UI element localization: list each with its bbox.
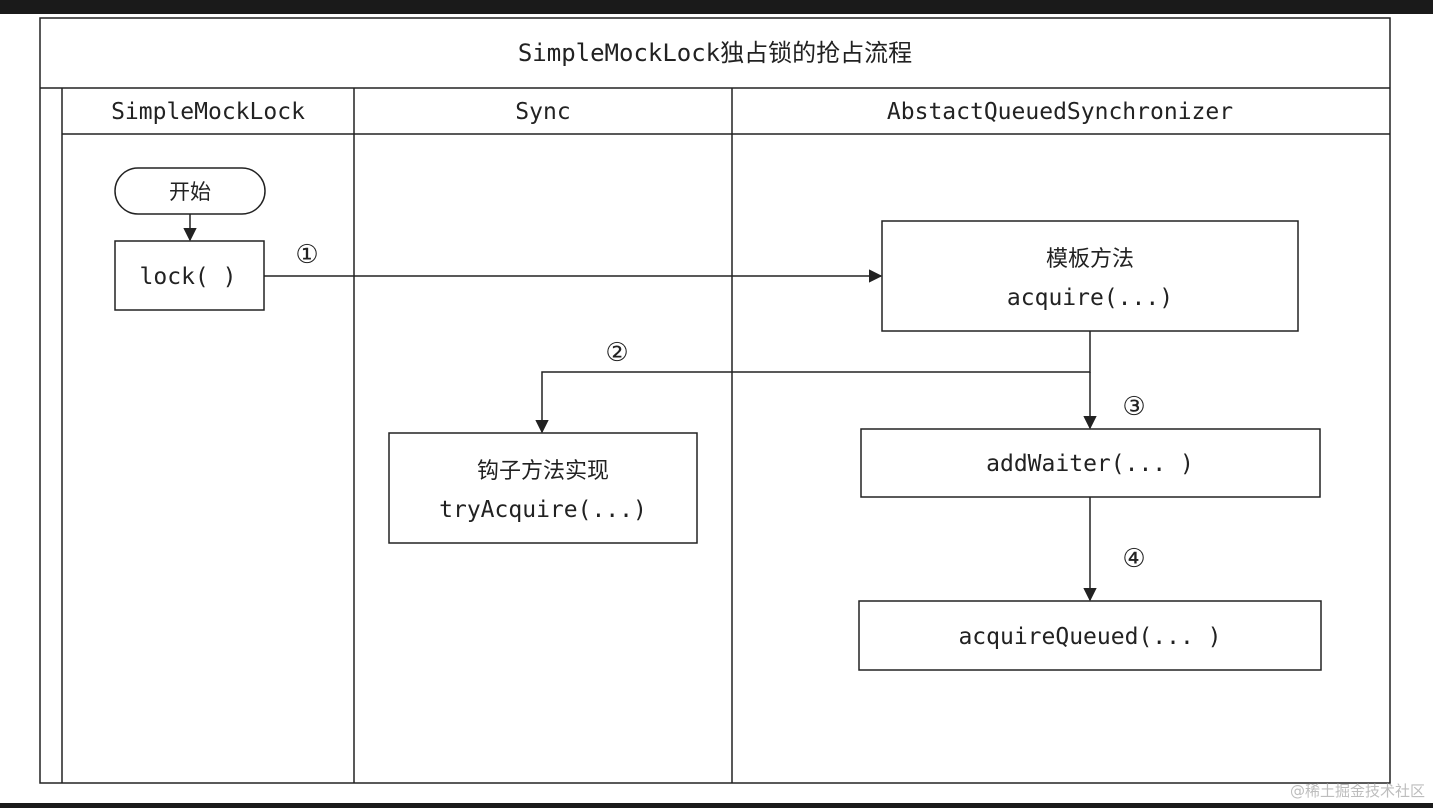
step-3-marker: ③ [1122,392,1145,422]
lock-node-label: lock( ) [140,264,237,290]
acquire-queued-node-label: acquireQueued(... ) [958,624,1221,650]
step-2-marker: ② [605,338,628,368]
try-acquire-node-method: tryAcquire(...) [439,497,647,523]
bottom-dark-bar [0,803,1433,808]
start-node-label: 开始 [169,180,211,204]
lane-header-aqs: AbstactQueuedSynchronizer [887,99,1233,125]
diagram-title: SimpleMockLock独占锁的抢占流程 [518,39,912,67]
try-acquire-node [388,432,698,544]
step-4-marker: ④ [1122,544,1145,574]
top-dark-bar [0,0,1433,14]
acquire-queued-node [858,600,1322,671]
add-waiter-node [860,428,1321,498]
acquire-node [881,220,1299,332]
lane-header-simplemocklock: SimpleMockLock [111,99,305,125]
acquire-node-method: acquire(...) [1007,285,1173,311]
arrow-step-2 [535,331,1091,434]
acquire-node-title: 模板方法 [1046,247,1134,272]
add-waiter-node-label: addWaiter(... ) [986,451,1194,477]
step-1-marker: ① [295,240,318,270]
try-acquire-node-title: 钩子方法实现 [477,459,609,484]
lane-header-sync: Sync [515,99,570,125]
watermark-text: @稀土掘金技术社区 [1289,782,1425,800]
lock-node [114,240,265,311]
